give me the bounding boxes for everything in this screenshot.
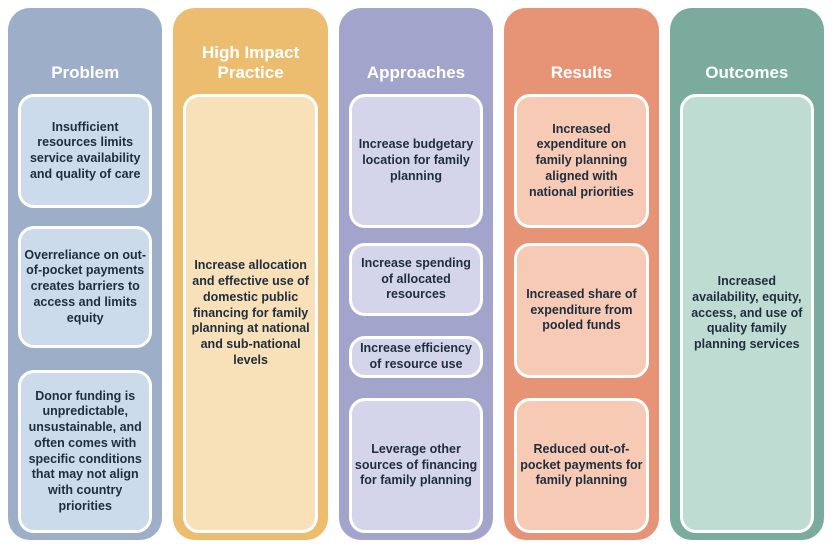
hip-box-increase-allocation: Increase allocation and effective use of…: [183, 94, 318, 533]
approach-box-increase-spending: Increase spending of allocated resources: [348, 243, 484, 316]
column-high-impact-practice: High Impact Practice Increase allocation…: [173, 8, 328, 540]
result-box-increased-expenditure: Increased expenditure on family planning…: [514, 94, 649, 228]
result-box-reduced-payments: Reduced out-of-pocket payments for famil…: [514, 398, 649, 533]
column-high-impact-practice-header: High Impact Practice: [201, 42, 300, 83]
approach-box-increase-efficiency: Increase efficiency of resource use: [348, 336, 484, 378]
column-approaches: Approaches Increase budgetary location f…: [338, 8, 494, 540]
result-box-pooled-funds: Increased share of expenditure from pool…: [514, 243, 649, 378]
column-problem-header: Problem: [51, 63, 120, 83]
outcome-box-increased-availability: Increased availability, equity, access, …: [679, 94, 815, 533]
approach-box-leverage-sources: Leverage other sources of financing for …: [348, 398, 484, 533]
column-outcomes: Outcomes Increased availability, equity,…: [669, 8, 825, 540]
column-results: Results Increased expenditure on family …: [504, 8, 659, 540]
column-results-header: Results: [550, 63, 613, 83]
approach-box-budgetary-location: Increase budgetary location for family p…: [348, 94, 484, 228]
problem-box-donor-funding: Donor funding is unpredictable, unsustai…: [18, 370, 153, 533]
column-outcomes-header: Outcomes: [705, 63, 789, 83]
problem-box-out-of-pocket: Overreliance on out-of-pocket payments c…: [18, 226, 153, 348]
column-problem: Problem Insufficient resources limits se…: [8, 8, 163, 540]
problem-box-insufficient-resources: Insufficient resources limits service av…: [18, 94, 153, 208]
column-approaches-header: Approaches: [366, 63, 466, 83]
